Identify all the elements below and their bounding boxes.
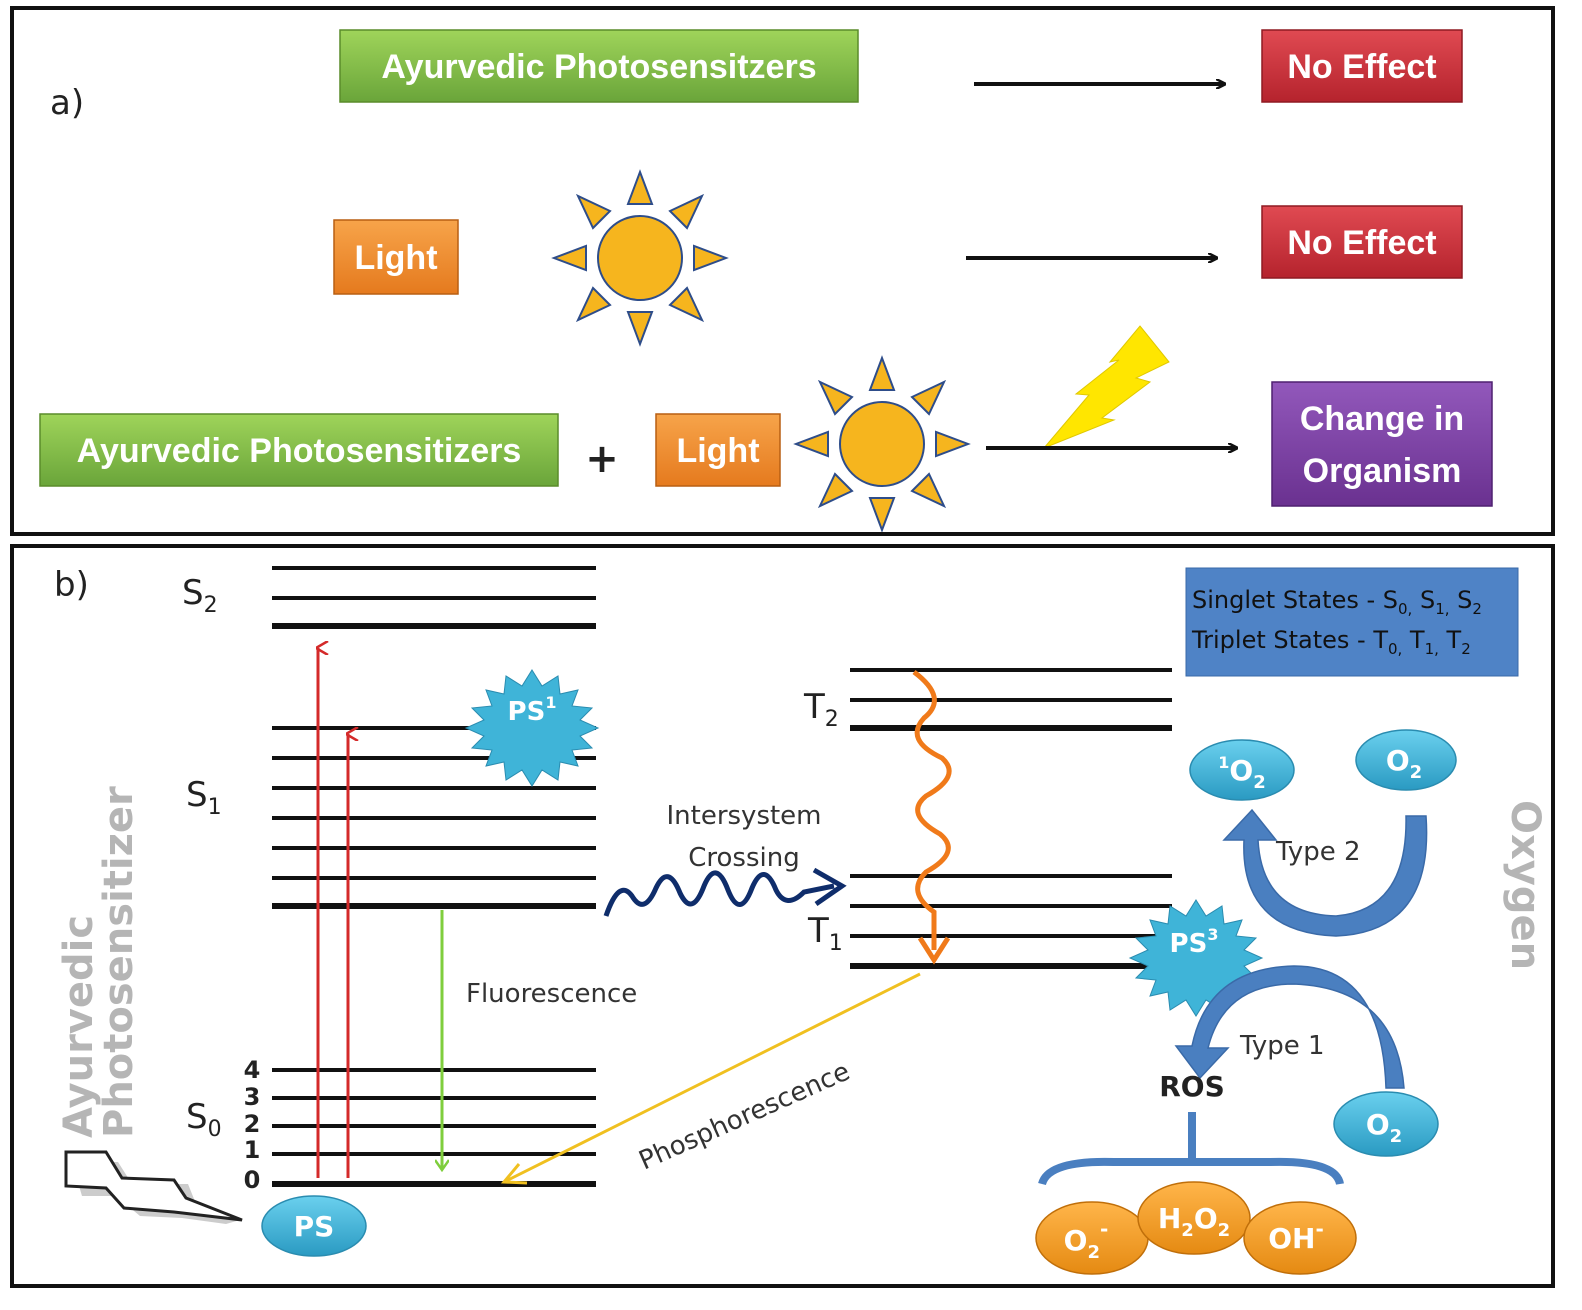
state-label-s0: S0 [186, 1097, 222, 1142]
panel-b: b) Ayurvedic Photosensitizer Oxygen S2 S… [10, 544, 1555, 1288]
row2-light-box: Light [333, 219, 459, 295]
lightning-icon [1043, 325, 1170, 449]
legend-triplet-line: Triplet States - T0, T1, T2 [1191, 626, 1471, 658]
t2-levels [850, 668, 1172, 731]
svg-text:O2: O2 [1366, 1108, 1402, 1147]
side-label-photosensitizer: Photosensitizer [96, 786, 142, 1138]
intersystem-label-line1: Intersystem [666, 801, 821, 831]
singlet-oxygen-ellipse: 1O2 [1189, 739, 1295, 801]
oxygen-ellipse-type1: O2 [1333, 1091, 1439, 1157]
vib-level-2: 2 [244, 1110, 261, 1138]
ros-label: ROS [1159, 1070, 1225, 1103]
svg-text:H2O2: H2O2 [1158, 1202, 1230, 1241]
svg-text:O2-: O2- [1064, 1217, 1109, 1263]
intersystem-label-line2: Crossing [688, 843, 799, 873]
state-label-s2: S2 [182, 573, 218, 618]
internal-conversion-arrow [912, 669, 952, 965]
legend-singlet-line: Singlet States - S0, S1, S2 [1192, 586, 1482, 618]
row3-light-label: Light [676, 432, 759, 470]
type1-arrow [1174, 965, 1405, 1089]
vib-level-1: 1 [244, 1136, 261, 1164]
row2-result-box: No Effect [1261, 205, 1463, 279]
oxygen-ellipse-type2: O2 [1355, 729, 1457, 791]
state-label-s1: S1 [186, 775, 222, 820]
row3-result-line2: Organism [1303, 452, 1462, 490]
fluorescence-label: Fluorescence [466, 979, 637, 1009]
side-label-oxygen: Oxygen [1502, 800, 1548, 970]
row2-light-label: Light [354, 239, 437, 277]
superoxide-ellipse: O2- [1035, 1201, 1149, 1275]
ps-triplet-sup: 3 [1207, 925, 1218, 944]
white-lightning-icon [64, 1150, 243, 1224]
type2-label: Type 2 [1275, 837, 1361, 867]
svg-text:OH-: OH- [1268, 1217, 1324, 1255]
row3-agent-label: Ayurvedic Photosensitizers [77, 432, 522, 470]
ps-excited-triplet: PS3 [1128, 899, 1264, 1017]
ps-ground-ellipse: PS [261, 1195, 367, 1257]
row3-result-box: Change in Organism [1271, 381, 1493, 507]
s0-levels [272, 1068, 596, 1187]
row3-light-box: Light [655, 413, 781, 487]
ps-singlet-text: PS [508, 697, 546, 727]
ros-bracket [1038, 1112, 1344, 1186]
svg-text:O2: O2 [1386, 744, 1422, 783]
row1-agent-box: Ayurvedic Photosensitzers [339, 29, 859, 103]
row1-agent-label: Ayurvedic Photosensitzers [381, 48, 816, 86]
panel-a-label: a) [50, 83, 84, 123]
states-legend: Singlet States - S0, S1, S2 Triplet Stat… [1185, 567, 1519, 677]
s2-levels [272, 566, 596, 629]
row1-result-label: No Effect [1287, 48, 1436, 86]
type2-arrow [1222, 808, 1428, 937]
state-label-t2: T2 [803, 687, 839, 732]
vib-level-3: 3 [244, 1083, 261, 1111]
hydrogen-peroxide-ellipse: H2O2 [1137, 1181, 1251, 1255]
svg-text:PS1: PS1 [508, 693, 557, 727]
row3-result-line1: Change in [1300, 400, 1464, 438]
phosphorescence-arrow [500, 972, 921, 1185]
type1-label: Type 1 [1239, 1031, 1325, 1061]
row1-result-box: No Effect [1261, 29, 1463, 103]
phosphorescence-label: Phosphorescence [635, 1057, 855, 1177]
ps-excited-singlet: PS1 [464, 669, 600, 787]
intersystem-crossing-arrow [603, 867, 847, 917]
ps-ground-label: PS [294, 1210, 335, 1243]
row3-agent-box: Ayurvedic Photosensitizers [39, 413, 559, 487]
vib-level-4: 4 [244, 1056, 261, 1084]
t1-levels [850, 874, 1172, 969]
ps-singlet-sup: 1 [545, 693, 556, 712]
row2-sun-icon [553, 171, 727, 345]
panel-a: a) Ayurvedic Photosensitzers No Effect L… [10, 6, 1555, 536]
row3-sun-icon [795, 357, 969, 531]
panel-a-canvas: a) Ayurvedic Photosensitzers No Effect L… [39, 29, 1493, 531]
panel-b-canvas: b) Ayurvedic Photosensitizer Oxygen S2 S… [54, 565, 1548, 1275]
vibrational-level-labels: 4 3 2 1 0 [244, 1056, 261, 1194]
ps-triplet-text: PS [1170, 929, 1208, 959]
side-label-ayurvedic: Ayurvedic [56, 915, 102, 1138]
svg-text:1O2: 1O2 [1218, 753, 1265, 793]
row2-result-label: No Effect [1287, 224, 1436, 262]
hydroxyl-ellipse: OH- [1243, 1201, 1357, 1275]
svg-text:PS3: PS3 [1170, 925, 1219, 959]
vib-level-0: 0 [244, 1166, 261, 1194]
panel-b-label: b) [54, 565, 89, 605]
plus-sign: + [585, 436, 619, 482]
state-label-t1: T1 [807, 911, 843, 956]
